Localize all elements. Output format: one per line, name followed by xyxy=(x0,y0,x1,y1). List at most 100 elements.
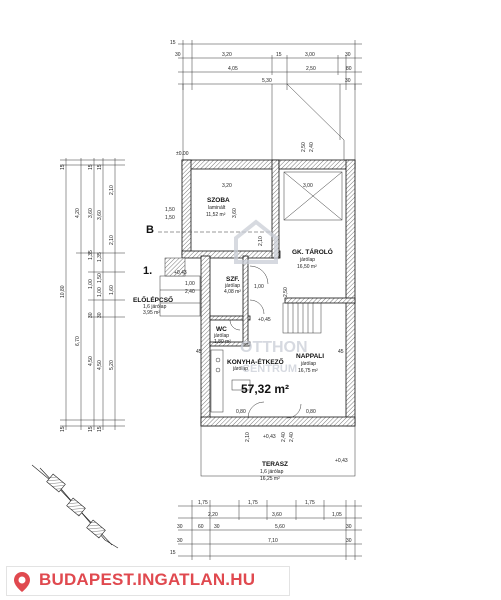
building-walls xyxy=(181,159,356,427)
kitchen-counter xyxy=(210,349,251,413)
room-wc-floor: járólap xyxy=(213,333,229,339)
room-gk-area: 16,50 m² xyxy=(297,264,317,270)
watermark-line1: OTTHON xyxy=(240,339,308,356)
top-dimension-chains xyxy=(178,40,362,160)
gk-top-dim: 3,00 xyxy=(303,183,313,189)
room-elolepcso-name: ELŐLÉPCSŐ xyxy=(133,295,173,304)
szoba-top-dim: 3,20 xyxy=(222,183,232,189)
bot-dim-r1-b: 1,75 xyxy=(248,500,258,506)
left-dim-c5-b: 2,10 xyxy=(109,235,115,245)
door-dim-c: 2,40 xyxy=(185,289,195,295)
room-szoba-name: SZOBA xyxy=(207,197,230,204)
level-top: ±0.00 xyxy=(176,151,189,157)
door-dim-a: 2,10 xyxy=(258,236,264,246)
room-terasz-area: 16,25 m² xyxy=(260,476,280,482)
left-dimension-labels: 15 10,80 15 4,20 6,70 4,50 3,60 1,35 1,0… xyxy=(60,164,115,432)
left-dim-c4-c: 1,35 xyxy=(97,252,103,262)
watermark-line2: CENTRUM xyxy=(242,363,297,375)
room-szoba-area: 11,52 m² xyxy=(206,212,226,218)
brand-name: BUDAPEST.INGATLAN.HU xyxy=(39,570,256,589)
room-gk-name: GK. TÁROLÓ xyxy=(292,247,333,256)
top-dim-r1-e: 30 xyxy=(345,52,351,58)
bottom-dim-c: 2,40 xyxy=(289,432,295,442)
bot-dim-r3-b: 60 xyxy=(198,524,204,530)
staircase xyxy=(282,302,322,334)
left-dim-c3-b: 3,60 xyxy=(88,208,94,218)
bot-dim-r1-c: 1,75 xyxy=(305,500,315,506)
room-nappali-floor: járólap xyxy=(300,361,316,367)
szoba-left-dim-a: 1,50 xyxy=(165,207,175,213)
bot-dim-r3-d: 5,60 xyxy=(275,524,285,530)
bot-dim-r3-e: 30 xyxy=(346,524,352,530)
room-terasz-name: TERASZ xyxy=(262,461,288,468)
left-dim-c4-g: 4,50 xyxy=(97,360,103,370)
bot-dim-r2-c: 1,05 xyxy=(332,512,342,518)
compass-arrow xyxy=(31,464,119,549)
room-konyha-name: KONYHA-ÉTKEZŐ xyxy=(227,357,284,366)
left-dim-c3-c: 1,35 xyxy=(88,250,94,260)
top-dim-r1-b: 3,20 xyxy=(222,52,232,58)
left-dim-c4-b: 3,60 xyxy=(97,210,103,220)
bottom-dim-a: 2,10 xyxy=(245,432,251,442)
room-szf-area: 4,08 m² xyxy=(224,289,241,295)
room-wc-area: 1,80 m² xyxy=(214,339,231,345)
room-terasz-floor: 1,6 járólap xyxy=(260,469,284,475)
level-entry: +0,43 xyxy=(174,270,187,276)
room-nappali-name: NAPPALI xyxy=(296,353,324,360)
bottom-dimension-chains xyxy=(178,500,362,560)
terrace-outline xyxy=(200,425,356,477)
top-dim-r3-a: 5,30 xyxy=(262,78,272,84)
left-dim-c1-c: 15 xyxy=(60,426,66,432)
left-dimension-chains xyxy=(60,158,125,430)
left-dim-c2-b: 6,70 xyxy=(75,336,81,346)
bot-dim-r4-c: 30 xyxy=(346,538,352,544)
door-swings xyxy=(229,265,302,419)
left-dim-c4-f: 30 xyxy=(97,312,103,318)
room-elolepcso-area: 3,95 m² xyxy=(143,310,160,316)
room-szf-name: SZF. xyxy=(226,276,240,283)
bottom-dim-b: 2,40 xyxy=(281,432,287,442)
left-dim-c4-h: 15 xyxy=(97,426,103,432)
door-dim-d: 1,00 xyxy=(254,284,264,290)
szoba-left-dim-b: 1,50 xyxy=(165,215,175,221)
bot-dim-r2-a: 2,20 xyxy=(208,512,218,518)
entry-stoop xyxy=(159,257,201,317)
level-inner: +0,45 xyxy=(258,317,271,323)
room-nappali-area: 16,75 m² xyxy=(298,368,318,374)
level-terrace-ext: +0,43 xyxy=(335,458,348,464)
garage-door-opening xyxy=(283,171,343,221)
bot-dim-r3-c: 30 xyxy=(214,524,220,530)
room-gk-floor: járólap xyxy=(299,257,315,263)
left-dim-c4-a: 15 xyxy=(97,164,103,170)
left-dim-c4-e: 1,00 xyxy=(97,287,103,297)
bot-dim-r2-b: 3,60 xyxy=(272,512,282,518)
bot-dim-r4-b: 7,10 xyxy=(268,538,278,544)
total-area-label: 57,32 m² xyxy=(241,382,289,396)
location-pin-icon xyxy=(14,572,30,592)
top-dim-label: 15 xyxy=(170,40,176,46)
bot-dim-r4-a: 30 xyxy=(177,538,183,544)
left-dim-c3-d: 1,00 xyxy=(88,279,94,289)
floor-number-marker: 1. xyxy=(143,265,152,277)
szoba-right-dim: 3,60 xyxy=(232,208,238,218)
left-dim-c1-b: 10,80 xyxy=(60,285,66,298)
room-szoba-floor: laminált xyxy=(208,205,226,211)
left-dim-c3-e: 30 xyxy=(88,312,94,318)
gk-right-dim-2: 2,40 xyxy=(309,142,315,152)
top-dim-r1-a: 30 xyxy=(175,52,181,58)
left-dim-c3-f: 4,50 xyxy=(88,356,94,366)
bottom-dim-d: 0,80 xyxy=(236,409,246,415)
bot-dim-label: 15 xyxy=(170,550,176,556)
stair-dim: 2,50 xyxy=(283,287,289,297)
room-szf-floor: járólap xyxy=(224,283,240,289)
brand-footer: BUDAPEST.INGATLAN.HU xyxy=(6,566,290,596)
otthon-centrum-watermark: OTTHON CENTRUM xyxy=(234,219,308,375)
bot-dim-r3-a: 30 xyxy=(177,524,183,530)
room-konyha-floor: járólap xyxy=(232,366,248,372)
gk-right-dim: 2,50 xyxy=(301,142,307,152)
top-dim-r2-a: 4,05 xyxy=(228,66,238,72)
left-dim-c5-a: 2,10 xyxy=(109,185,115,195)
top-dim-r2-b: 2,50 xyxy=(306,66,316,72)
top-dim-r3-b: 30 xyxy=(345,78,351,84)
